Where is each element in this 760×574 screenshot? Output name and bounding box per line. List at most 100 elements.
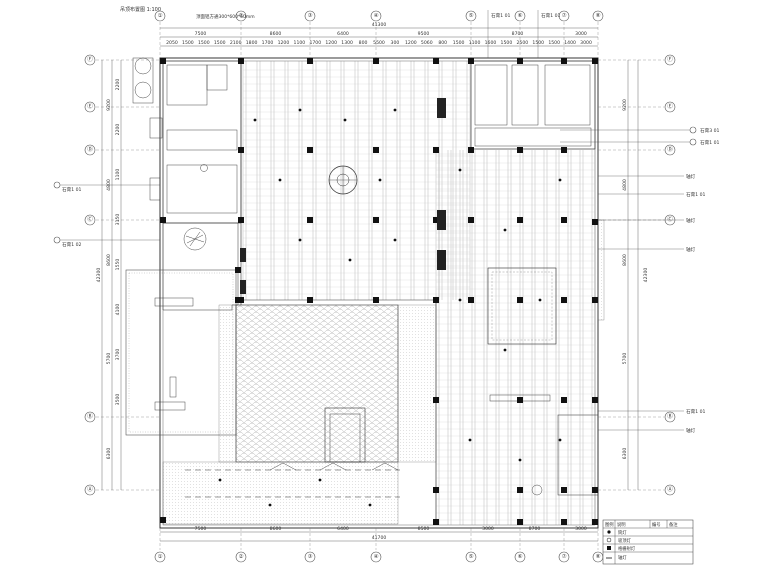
- column-mark: [517, 397, 523, 403]
- dimension-sub-top: 800: [438, 40, 447, 46]
- axis-label-left: Ⓐ: [87, 485, 93, 493]
- downlight-icon: [607, 530, 611, 534]
- dimension-segment-bottom: 7500: [195, 526, 207, 532]
- fan-unit-icon: [134, 57, 152, 75]
- axis-bubble-right: [664, 411, 676, 423]
- column-mark: [517, 297, 523, 303]
- downlight-icon: [278, 178, 282, 182]
- axis-label-right: Ⓑ: [667, 412, 673, 420]
- drawing-title: 吊顶布置图 1:100: [120, 7, 162, 13]
- grille-block: [240, 280, 246, 294]
- courtyard-pattern: [235, 304, 399, 463]
- axis-bubble-left: [84, 101, 96, 113]
- axis-label-bottom: ⑧: [596, 554, 601, 560]
- legend-row: 筒灯: [618, 529, 627, 536]
- column-mark: [561, 58, 567, 64]
- downlight-icon: [343, 118, 347, 122]
- axis-label-bottom: ①: [158, 554, 163, 560]
- column-mark: [561, 217, 567, 223]
- callout-label-right: 轴灯: [686, 246, 696, 253]
- column-mark: [235, 297, 241, 303]
- axis-label-bottom: ⑤: [469, 554, 474, 560]
- axis-label-top: ③: [308, 13, 313, 19]
- axis-bubble-top: [558, 10, 570, 22]
- dimension-sub-top: 1500: [532, 40, 544, 46]
- grille-block: [437, 250, 446, 270]
- column-mark: [433, 147, 439, 153]
- dimension-segment-right: 6300: [622, 448, 628, 460]
- axis-bubble-top: [304, 10, 316, 22]
- axis-bubble-bottom: [465, 551, 477, 563]
- callout-bubble: [689, 126, 697, 134]
- column-mark: [433, 297, 439, 303]
- axis-bubble-bottom: [235, 551, 247, 563]
- column-mark: [468, 217, 474, 223]
- column-mark: [235, 267, 241, 273]
- column-mark: [433, 58, 439, 64]
- axis-label-top: ⑥: [518, 13, 523, 19]
- axis-label-right: Ⓒ: [667, 215, 673, 223]
- tree-icon: [183, 227, 207, 251]
- dimension-segment-bottom: 3000: [575, 526, 587, 532]
- callout-label-left: 石膏1 01: [62, 186, 81, 193]
- axis-label-bottom: ②: [239, 553, 244, 560]
- legend-row: 轴灯: [618, 554, 627, 561]
- column-mark: [238, 217, 244, 223]
- dimension-segment-right: 5700: [622, 353, 628, 365]
- column-mark: [468, 147, 474, 153]
- dimension-segment-right: 9200: [622, 99, 628, 111]
- axis-label-top: ⑤: [469, 13, 474, 19]
- column-mark: [433, 217, 439, 223]
- column-mark: [433, 519, 439, 525]
- downlight-icon: [468, 438, 472, 442]
- chandelier-icon: [328, 165, 358, 195]
- dimension-sub-top: 1100: [469, 40, 481, 46]
- column-mark: [373, 147, 379, 153]
- dimension-sub-left: 3150: [115, 214, 121, 226]
- dimension-sub-left: 2200: [115, 79, 121, 91]
- callout-label-top: 石膏1 01: [491, 12, 510, 19]
- dimension-segment-left: 5700: [106, 353, 112, 365]
- dimension-sub-top: 1500: [453, 40, 465, 46]
- column-mark: [468, 297, 474, 303]
- axis-bubble-bottom: [154, 551, 166, 563]
- downlight-icon: [458, 168, 462, 172]
- column-mark: [373, 58, 379, 64]
- axis-bubble-bottom: [558, 551, 570, 563]
- dimension-sub-left: 1100: [115, 169, 121, 181]
- dimension-total-right: 42300: [643, 268, 649, 283]
- column-mark: [561, 147, 567, 153]
- downlight-icon: [518, 458, 522, 462]
- axis-bubble-top: [370, 10, 382, 22]
- top-right-room: [470, 60, 596, 150]
- axis-label-left: Ⓔ: [87, 102, 93, 110]
- dimension-sub-top: 1500: [214, 40, 226, 46]
- dimension-sub-top: 1100: [294, 40, 306, 46]
- legend-table: 图例 说明 编号 备注 筒灯 吸顶灯 格栅射灯 轴灯: [602, 519, 694, 565]
- column-mark: [160, 58, 166, 64]
- axis-label-top: ④: [374, 13, 379, 19]
- dimension-segment-top: 6400: [337, 31, 349, 37]
- column-mark: [307, 147, 313, 153]
- downlight-icon: [253, 118, 257, 122]
- dimension-sub-top: 1500: [548, 40, 560, 46]
- dimension-segment-bottom: 8600: [270, 526, 282, 532]
- downlight-icon: [318, 478, 322, 482]
- dimension-sub-top: 1200: [278, 40, 290, 46]
- downlight-icon: [348, 258, 352, 262]
- dimension-sub-left: 2200: [115, 124, 121, 136]
- downlight-icon: [218, 478, 222, 482]
- column-mark: [561, 297, 567, 303]
- dimension-sub-top: 5500: [373, 40, 385, 46]
- downlight-icon: [503, 228, 507, 232]
- downlight-icon: [538, 298, 542, 302]
- downlight-icon: [298, 108, 302, 112]
- callout-label-right-top: 石膏1 01: [700, 139, 719, 146]
- dimension-sub-top: 1500: [182, 40, 194, 46]
- downlight-icon: [558, 438, 562, 442]
- axis-label-left: Ⓓ: [87, 145, 93, 153]
- dimension-segment-top: 9500: [418, 31, 430, 37]
- axis-bubble-left: [84, 54, 96, 66]
- downlight-icon: [378, 178, 382, 182]
